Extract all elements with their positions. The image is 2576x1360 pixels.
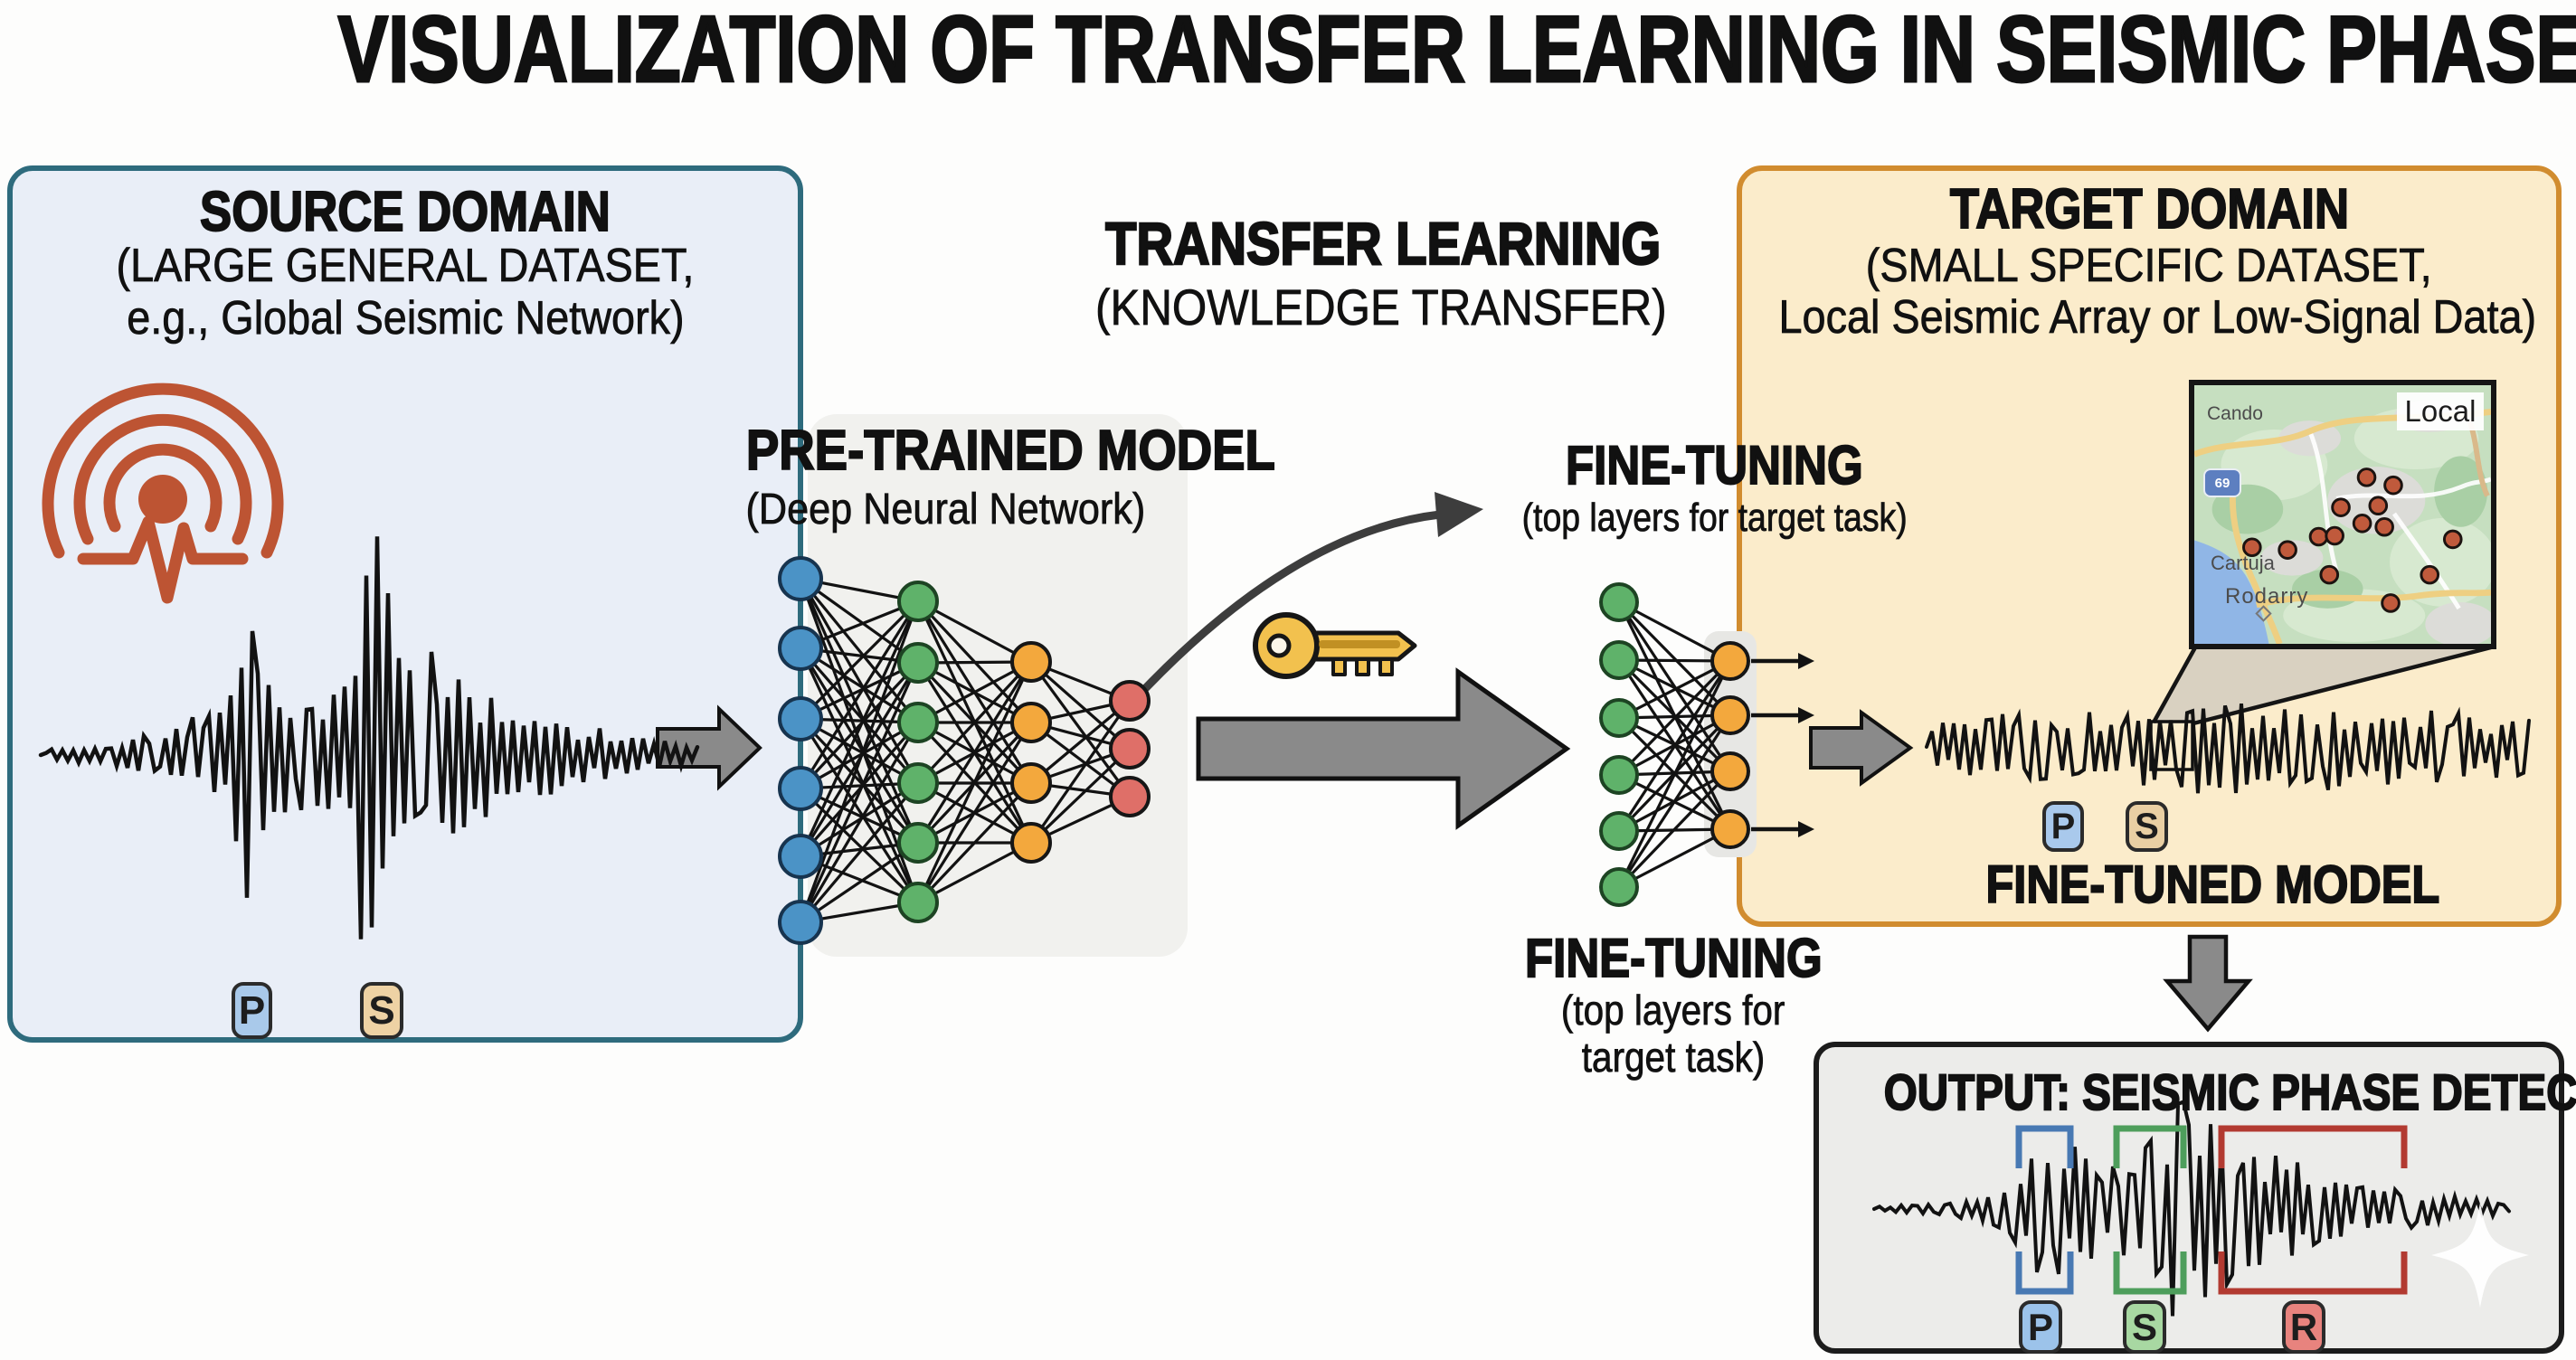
station-dot — [2308, 526, 2329, 547]
phase-bracket-top — [2218, 1125, 2408, 1168]
station-dot — [2383, 475, 2403, 496]
neural-network — [778, 556, 1151, 945]
seismic-source-icon — [42, 382, 284, 604]
target-domain-title: TARGET DOMAIN — [1949, 178, 2350, 241]
station-dot — [2368, 496, 2389, 515]
key-icon — [1253, 612, 1417, 679]
map-route-shield: 69 — [2203, 468, 2241, 497]
fine-tuning-top-title: FINE-TUNING — [1565, 435, 1863, 496]
fine-tuning-bottom-subtitle2: target task) — [1581, 1034, 1766, 1081]
phase-bracket-top — [2113, 1125, 2187, 1168]
source-phase-badge-s: S — [360, 982, 403, 1039]
pretrained-model-subtitle: (Deep Neural Network) — [745, 486, 1145, 534]
station-dot — [2381, 593, 2401, 613]
map-town-label: Cando — [2207, 403, 2263, 424]
source-domain-subtitle2: e.g., Global Seismic Network) — [126, 292, 685, 345]
arrow-curved-finetune — [1134, 492, 1483, 700]
target-domain-subtitle1: (SMALL SPECIFIC DATASET, — [1866, 240, 2433, 292]
phase-bracket-top — [2015, 1125, 2074, 1168]
station-dot — [2352, 514, 2372, 534]
arrow-target-to-output — [2163, 934, 2253, 1033]
target-domain-subtitle2: Local Seismic Array or Low-Signal Data) — [1778, 291, 2537, 344]
station-dot — [2278, 540, 2297, 560]
map-town-label: Cartuja — [2211, 552, 2275, 574]
source-domain-subtitle1: (LARGE GENERAL DATASET, — [116, 240, 695, 292]
source-waveform — [38, 536, 700, 940]
fine-tuned-model-label: FINE-TUNED MODEL — [1984, 855, 2440, 914]
output-phase-badge-p: P — [2019, 1300, 2062, 1354]
map-town-label: Rodarry — [2225, 584, 2309, 609]
phase-bracket-bottom — [2113, 1251, 2187, 1295]
station-dot — [2319, 564, 2340, 585]
phase-bracket-bottom — [2218, 1251, 2408, 1295]
transfer-learning-title: TRANSFER LEARNING — [1104, 210, 1662, 277]
target-waveform — [1925, 703, 2531, 794]
arrow-source-to-model — [656, 704, 762, 791]
target-phase-badge-s: S — [2126, 801, 2168, 852]
station-dot — [2374, 516, 2394, 537]
source-domain-box — [7, 165, 803, 1043]
output-title: OUTPUT: SEISMIC PHASE DETECTION — [1883, 1063, 2576, 1120]
fine-tuning-top-subtitle: (top layers for target task) — [1521, 496, 1908, 540]
output-phase-badge-s: S — [2123, 1300, 2166, 1354]
pretrained-model-title: PRE-TRAINED MODEL — [745, 420, 1276, 482]
source-domain-title: SOURCE DOMAIN — [199, 181, 611, 243]
fine-tuning-bottom-title: FINE-TUNING — [1524, 928, 1823, 988]
page-title: VISUALIZATION OF TRANSFER LEARNING IN SE… — [336, 0, 2576, 102]
output-waveform — [1872, 1099, 2511, 1317]
map-water — [2194, 540, 2269, 644]
station-dot — [2325, 525, 2344, 546]
station-dot — [2331, 497, 2351, 517]
station-dot — [2420, 564, 2440, 585]
local-seismic-map: Cando Local 69 Cartuja Rodarry — [2189, 380, 2496, 649]
arrow-transfer — [1196, 667, 1571, 830]
source-phase-badge-p: P — [232, 982, 272, 1039]
phase-bracket-bottom — [2015, 1251, 2074, 1295]
transfer-learning-subtitle: (KNOWLEDGE TRANSFER) — [1095, 279, 1667, 335]
output-phase-badge-r: R — [2282, 1300, 2325, 1354]
neural-network — [1599, 582, 1750, 907]
map-local-chip: Local — [2397, 392, 2484, 430]
station-dot — [2242, 537, 2262, 558]
station-dot — [2356, 468, 2377, 487]
fine-tuning-bottom-subtitle1: (top layers for — [1561, 987, 1785, 1034]
station-dot — [2442, 529, 2463, 550]
target-phase-badge-p: P — [2042, 801, 2084, 852]
arrow-to-target-waveform — [1809, 709, 1914, 787]
